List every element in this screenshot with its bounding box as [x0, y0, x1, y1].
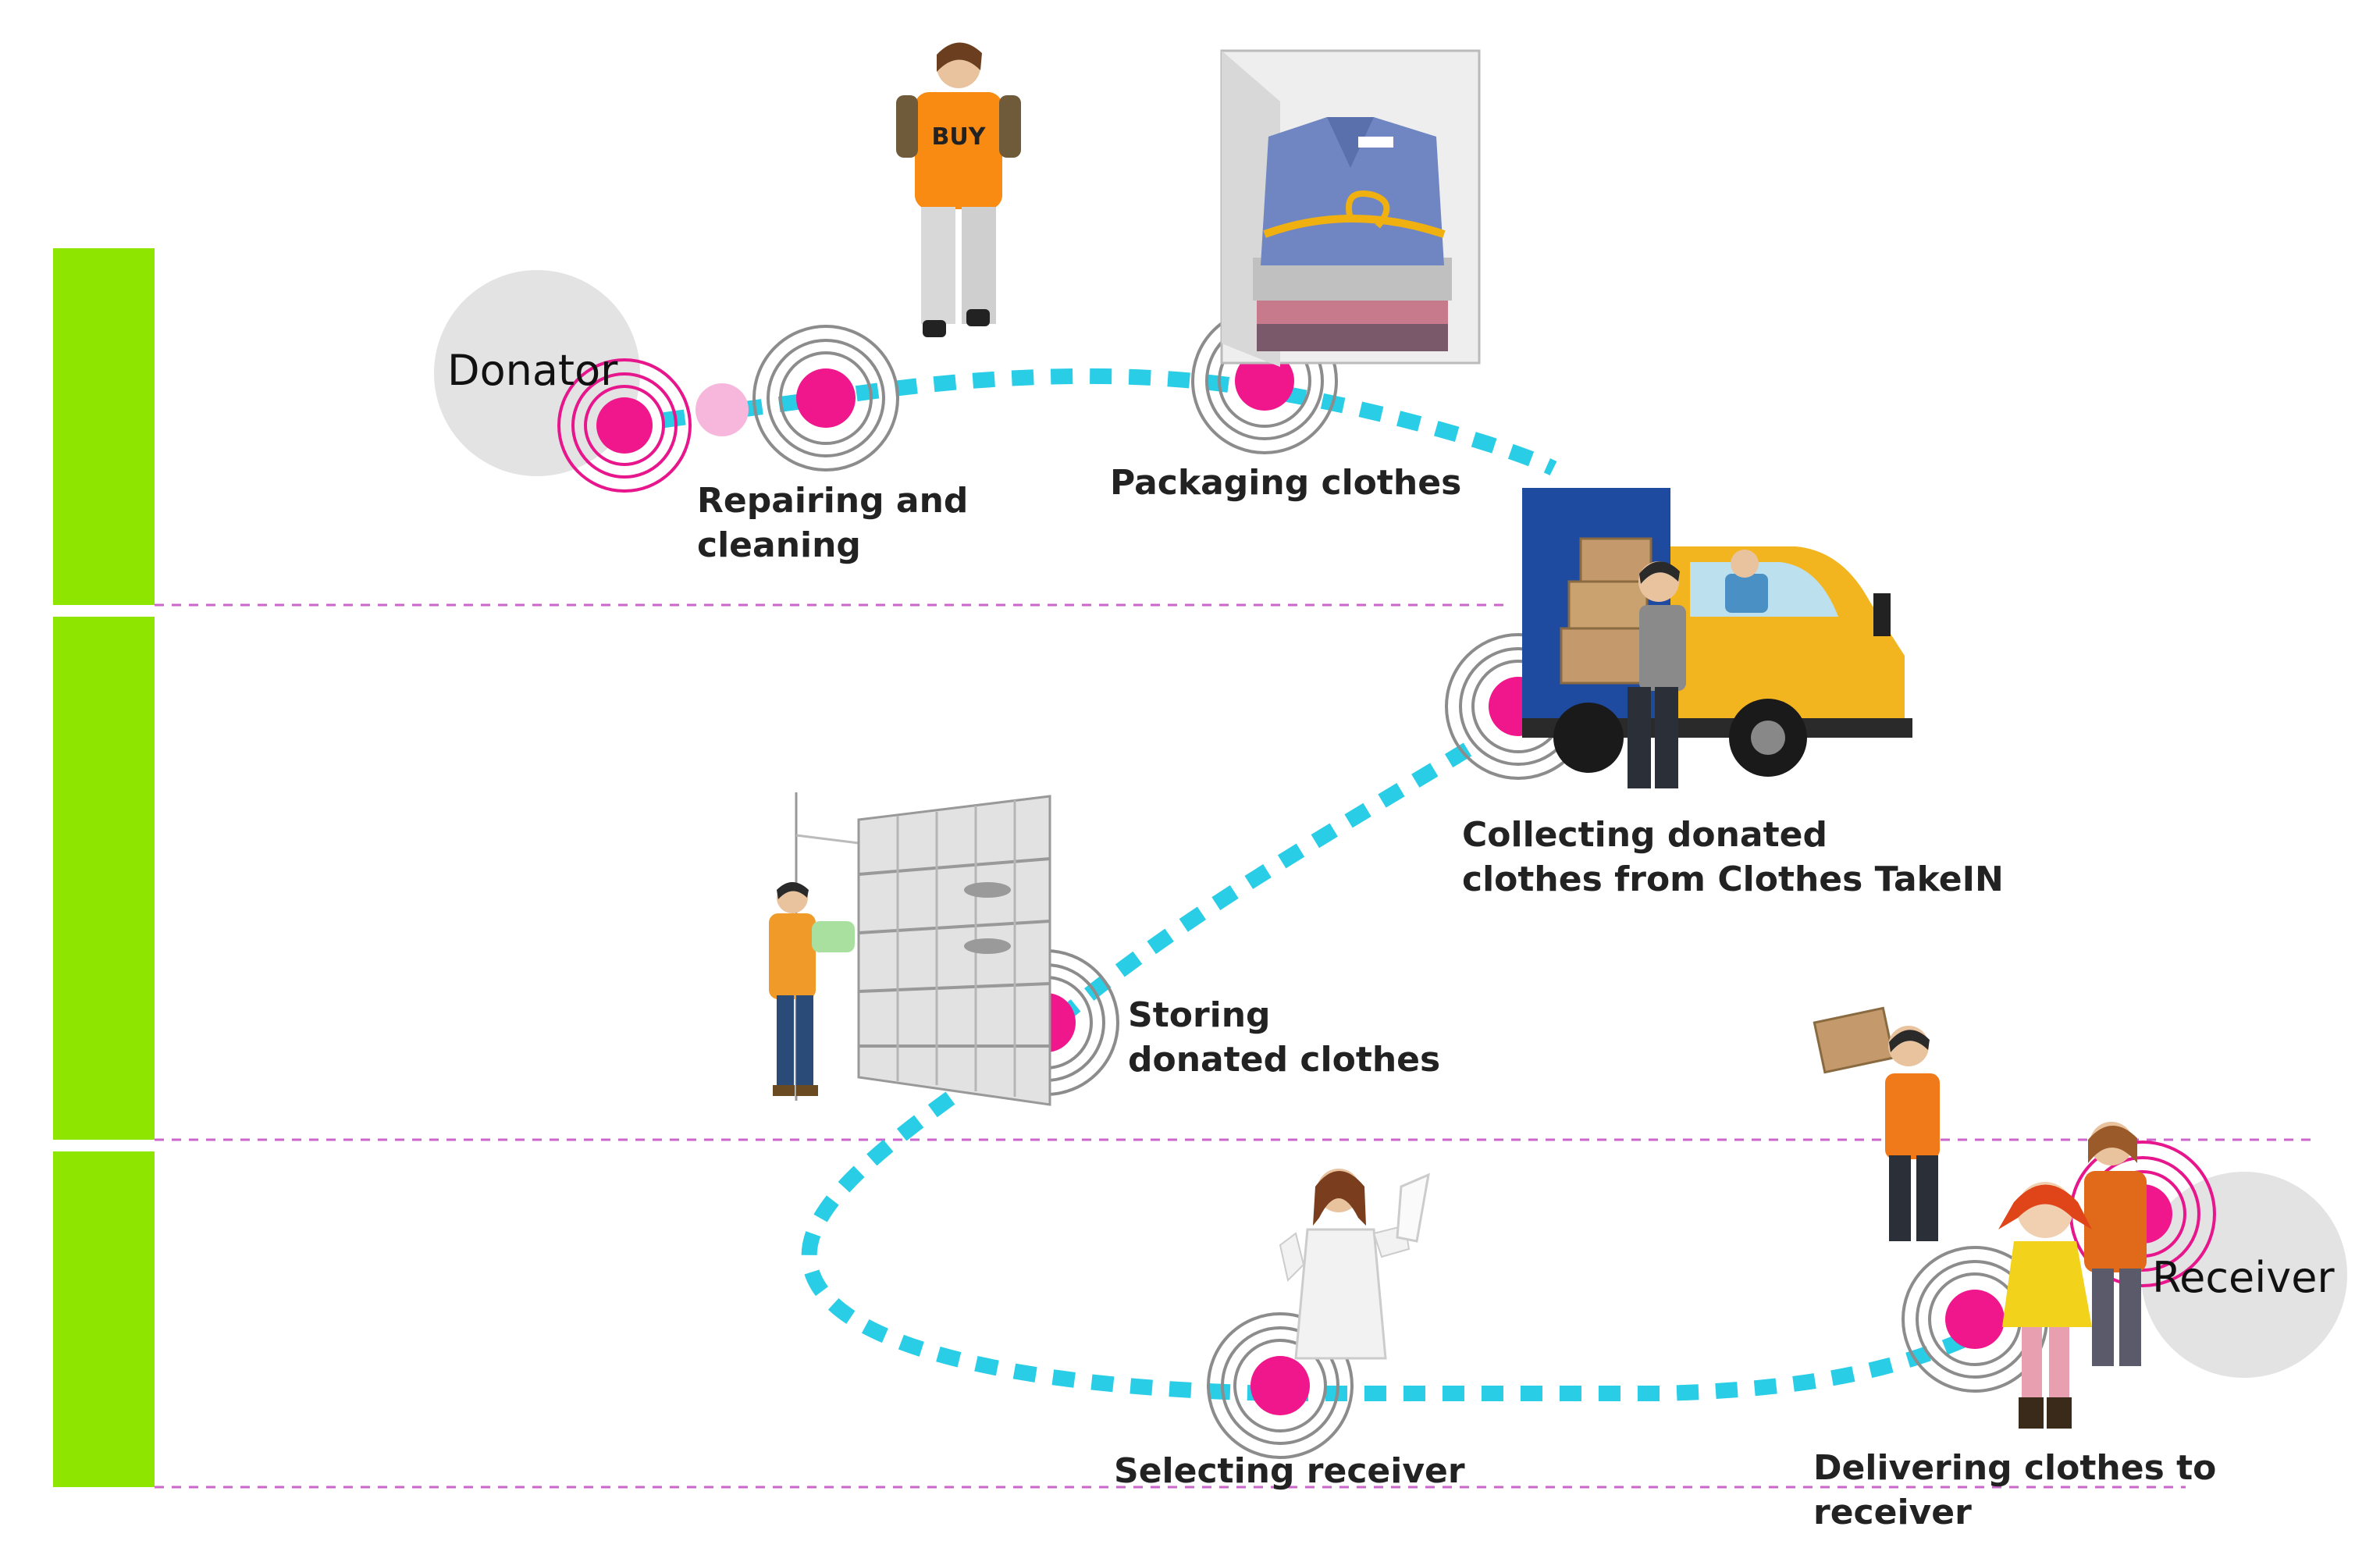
phase-bar-1 [53, 248, 155, 605]
step-label-selecting: Selecting receiver [1114, 1451, 1465, 1491]
step-label-storing-line2: donated clothes [1128, 1040, 1441, 1080]
receiver-bubble [2141, 1172, 2347, 1378]
person-icon: BUY [896, 42, 1021, 337]
selector-person-icon [1279, 1169, 1430, 1360]
process-path [623, 368, 1979, 1401]
node-repairing [752, 325, 899, 472]
shirt-stack-icon [1220, 49, 1481, 367]
step-label-packaging: Packaging clothes [1110, 463, 1462, 503]
shirt-text: BUY [932, 123, 987, 151]
donator-link-dot [696, 383, 749, 436]
donator-label: Donator [447, 346, 618, 395]
phase-bar-2 [53, 617, 155, 1140]
step-label-repairing-line2: cleaning [697, 525, 861, 565]
step-label-delivering-line2: receiver [1813, 1493, 1972, 1532]
warehouse-shelves-icon [769, 792, 1051, 1106]
delivery-truck-icon [1522, 488, 1912, 788]
donator-bubble [434, 270, 640, 476]
step-label-collecting-line1: Collecting donated [1462, 815, 1827, 855]
step-label-storing-line1: Storing [1128, 995, 1271, 1035]
receiver-label: Receiver [2152, 1253, 2335, 1302]
node-selecting [1207, 1312, 1354, 1459]
receiver-family-icon [1813, 1006, 2147, 1429]
step-label-repairing-line1: Repairing and [697, 481, 969, 521]
phase-bar-3 [53, 1151, 155, 1487]
step-label-delivering-line1: Delivering clothes to [1813, 1448, 2217, 1488]
step-label-collecting-line2: clothes from Clothes TakeIN [1462, 859, 2004, 899]
donator-node [557, 358, 692, 493]
